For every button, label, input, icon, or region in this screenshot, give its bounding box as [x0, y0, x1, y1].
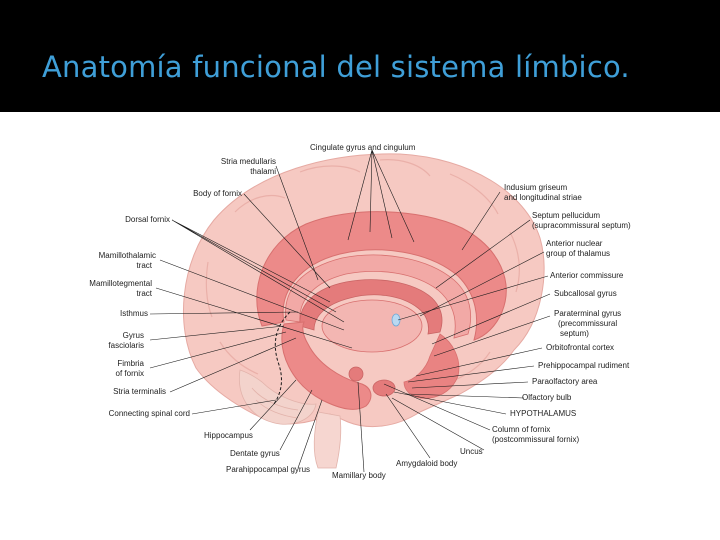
- label-column-of-fornix: Column of fornix: [492, 425, 550, 434]
- label-paraterminal-3: septum): [560, 329, 589, 338]
- thalamus-region: [321, 299, 423, 353]
- label-cingulate-gyrus: Cingulate gyrus and cingulum: [310, 143, 416, 152]
- connecting-cord-path: [273, 311, 291, 405]
- brain-illustration: [182, 153, 545, 469]
- label-dorsal-fornix: Dorsal fornix: [125, 215, 170, 224]
- brainstem: [313, 411, 342, 469]
- label-connecting-cord: Connecting spinal cord: [109, 409, 190, 418]
- label-septum-pellucidum: Septum pellucidum: [532, 211, 600, 220]
- label-stria-terminalis: Stria terminalis: [113, 387, 166, 396]
- limbic-system-diagram: Cingulate gyrus and cingulum Stria medul…: [89, 143, 631, 480]
- label-column-of-fornix-2: (postcommissural fornix): [492, 435, 579, 444]
- label-stria-medullaris-2: thalami: [250, 167, 276, 176]
- label-mamillary-body: Mamillary body: [332, 471, 386, 480]
- label-mamillothalamic-2: tract: [136, 261, 152, 270]
- label-body-of-fornix: Body of fornix: [193, 189, 242, 198]
- cortex-gyri: [205, 159, 520, 381]
- anterior-commissure-mark: [391, 313, 401, 327]
- label-dentate-gyrus: Dentate gyrus: [230, 449, 280, 458]
- label-orbitofrontal-cortex: Orbitofrontal cortex: [546, 343, 614, 352]
- parahippocampal-band: [281, 321, 372, 410]
- label-anterior-nuclear-2: group of thalamus: [546, 249, 610, 258]
- label-hypothalamus: HYPOTHALAMUS: [510, 409, 576, 418]
- label-paraterminal-2: (precommissural: [558, 319, 617, 328]
- title-band: [0, 0, 720, 112]
- label-stria-medullaris: Stria medullaris: [221, 157, 276, 166]
- cingulate-gyrus-band: [256, 211, 507, 341]
- label-gyrus-fasciolaris: Gyrus: [123, 331, 144, 340]
- label-indusium-2: and longitudinal striae: [504, 193, 582, 202]
- amygdala-mark: [372, 379, 396, 397]
- label-anterior-nuclear: Anterior nuclear: [546, 239, 603, 248]
- diagram-labels: Cingulate gyrus and cingulum Stria medul…: [89, 143, 631, 480]
- label-fimbria-2: of fornix: [116, 369, 144, 378]
- label-mamillothalamic: Mamillothalamic: [99, 251, 156, 260]
- label-paraterminal: Paraterminal gyrus: [554, 309, 621, 318]
- label-fimbria: Fimbria: [117, 359, 144, 368]
- label-gyrus-fasciolaris-2: fasciolaris: [108, 341, 144, 350]
- label-paraolfactory-area: Paraolfactory area: [532, 377, 598, 386]
- label-parahippocampal-gyrus: Parahippocampal gyrus: [226, 465, 310, 474]
- label-olfactory-bulb: Olfactory bulb: [522, 393, 572, 402]
- mamillary-body-mark: [348, 366, 364, 382]
- label-amygdaloid-body: Amygdaloid body: [396, 459, 457, 468]
- callosal-arch: [285, 254, 471, 339]
- cerebellum-folia: [251, 387, 299, 419]
- label-anterior-commissure: Anterior commissure: [550, 271, 624, 280]
- label-mamillotegmental: Mamillotegmental: [89, 279, 152, 288]
- label-mamillotegmental-2: tract: [136, 289, 152, 298]
- label-prehippocampal: Prehippocampal rudiment: [538, 361, 630, 370]
- label-septum-pellucidum-2: (supracommissural septum): [532, 221, 631, 230]
- leader-lines: [149, 149, 551, 473]
- label-hippocampus: Hippocampus: [204, 431, 253, 440]
- label-subcallosal-gyrus: Subcallosal gyrus: [554, 289, 617, 298]
- label-indusium: Indusium griseum: [504, 183, 567, 192]
- label-uncus: Uncus: [460, 447, 483, 456]
- fornix-arch: [299, 279, 443, 335]
- slide-title: Anatomía funcional del sistema límbico.: [42, 50, 630, 84]
- label-isthmus: Isthmus: [120, 309, 148, 318]
